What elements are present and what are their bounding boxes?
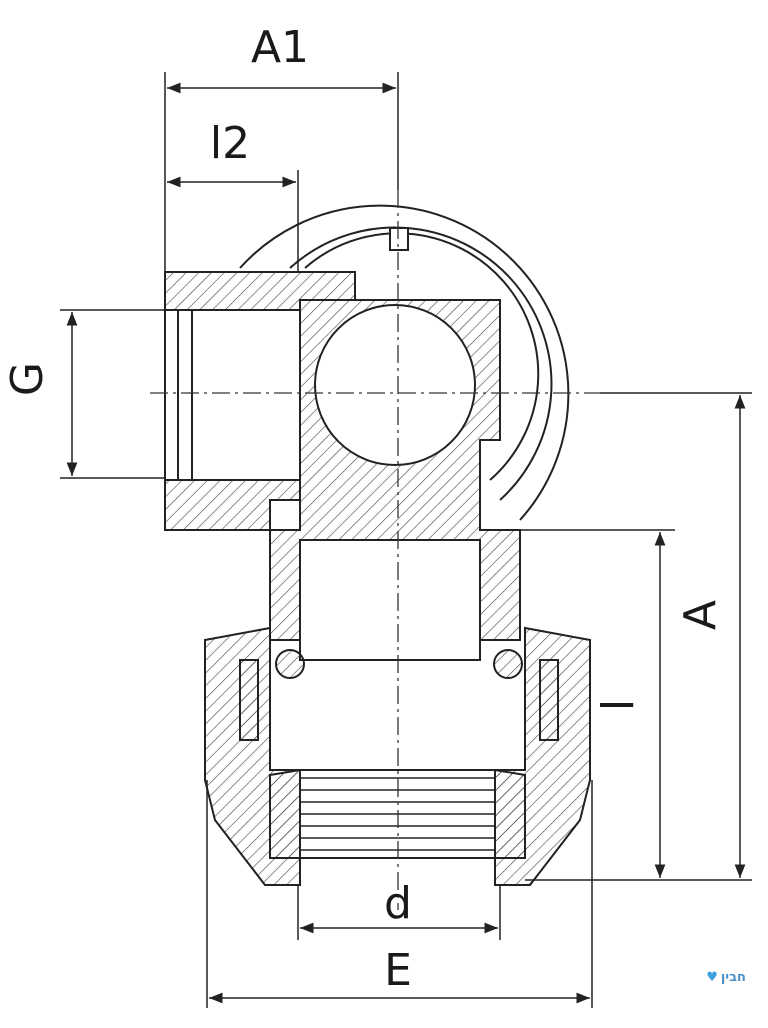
label-e: E — [384, 945, 412, 996]
label-a1: A1 — [251, 22, 309, 73]
label-a: A — [675, 600, 726, 630]
label-d: d — [384, 878, 412, 929]
heart-icon: ♥ — [706, 970, 718, 985]
watermark-text: חבין — [720, 970, 746, 985]
body-center — [269, 299, 521, 661]
o-rings — [275, 649, 523, 679]
label-l2: l2 — [210, 118, 250, 169]
center-lines — [150, 190, 600, 910]
label-g: G — [2, 362, 53, 396]
watermark: ♥ חבין — [706, 970, 746, 985]
side-inlet-body — [164, 271, 356, 531]
label-l: l — [593, 699, 644, 711]
valve-housing — [239, 204, 570, 521]
